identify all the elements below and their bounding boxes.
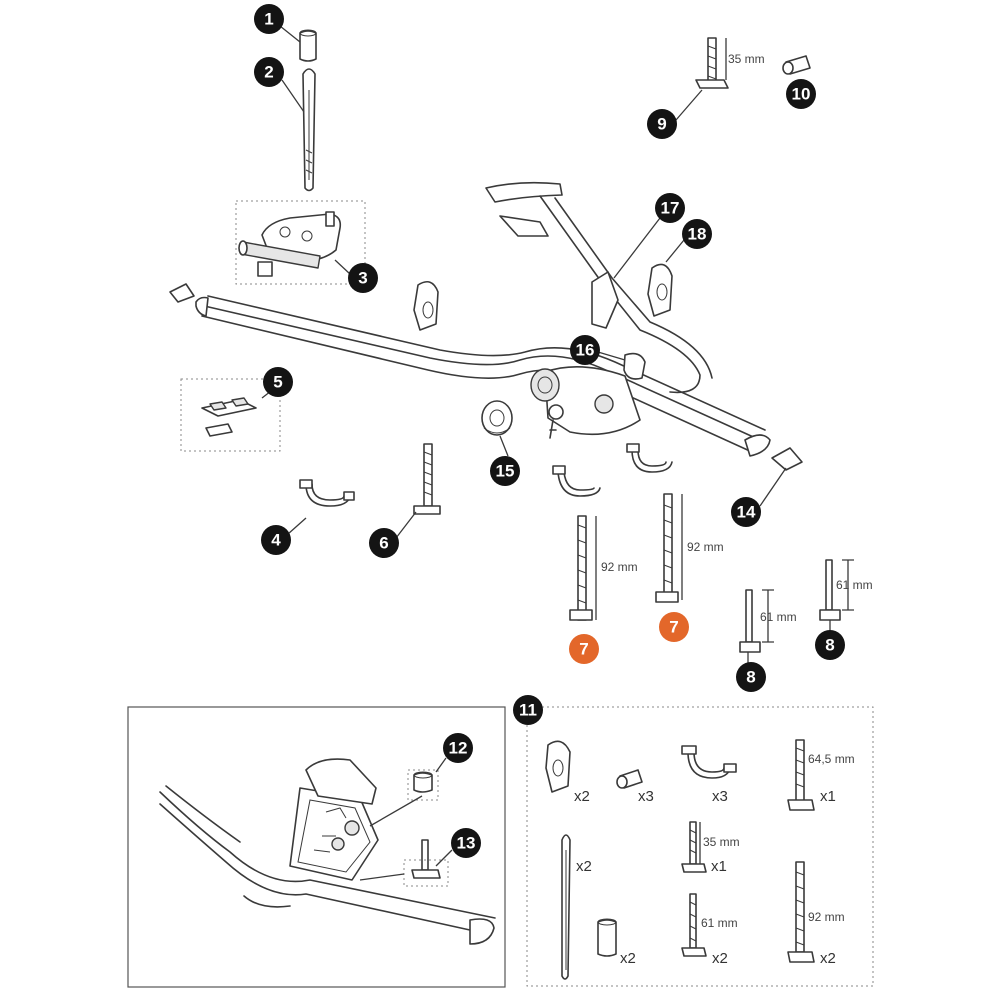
detail-box (127, 706, 506, 988)
kit-bolt92-qty: x2 (820, 950, 836, 967)
callout-1: 1 (254, 4, 284, 34)
callout-7a: 7 (569, 634, 599, 664)
dim-label-part9: 35 mm (728, 52, 765, 66)
dim-label-part7b: 92 mm (687, 540, 724, 554)
part-18-endcap (647, 263, 673, 317)
dim-label-part8b: 61 mm (836, 578, 873, 592)
part-8-bolt-b (819, 559, 854, 621)
callout-4-number: 4 (271, 531, 281, 550)
leader-lines (261, 25, 831, 668)
callout-15: 15 (490, 456, 520, 486)
callout-12-number: 12 (449, 739, 468, 758)
callout-17: 17 (655, 193, 685, 223)
kit-bolt61-label: 61 mm (701, 916, 738, 930)
callout-6-number: 6 (379, 534, 388, 553)
callout-3-number: 3 (358, 269, 367, 288)
kit-bolt92-label: 92 mm (808, 910, 845, 924)
callout-15-number: 15 (496, 462, 515, 481)
callout-8b-number: 8 (825, 636, 834, 655)
callout-8b: 8 (815, 630, 845, 660)
part-7-bolt-a (569, 515, 597, 621)
callout-2: 2 (254, 57, 284, 87)
part-1-spacer (299, 29, 317, 62)
callout-13-number: 13 (457, 834, 476, 853)
main-head (530, 366, 641, 439)
kit-bolt35-label: 35 mm (703, 835, 740, 849)
rail-end-plug (169, 283, 195, 303)
callout-13: 13 (451, 828, 481, 858)
dim-label-part7a: 92 mm (601, 560, 638, 574)
part-4-strap (299, 479, 355, 507)
callout-12: 12 (443, 733, 473, 763)
part-6-bolt (413, 443, 441, 515)
callout-9: 9 (647, 109, 677, 139)
callout-6: 6 (369, 528, 399, 558)
part-14-plug (771, 447, 803, 471)
callout-18: 18 (682, 219, 712, 249)
part-3-clamp (235, 200, 366, 285)
callout-11: 11 (513, 695, 543, 725)
strap-mid-b (626, 443, 673, 473)
callout-16: 16 (570, 335, 600, 365)
strap-mid-a (552, 465, 601, 497)
kit-endcap-qty: x2 (574, 788, 590, 805)
kit-bolt35-qty: x1 (711, 858, 727, 875)
callout-7b: 7 (659, 612, 689, 642)
kit-sleeve-qty: x3 (638, 788, 654, 805)
callout-7b-number: 7 (669, 618, 678, 637)
callout-14: 14 (731, 497, 761, 527)
callout-18-number: 18 (688, 225, 707, 244)
part-endcap-left (413, 280, 439, 331)
callout-5: 5 (263, 367, 293, 397)
callout-17-number: 17 (661, 199, 680, 218)
frame-holder (485, 181, 713, 394)
kit-rod-qty: x2 (576, 858, 592, 875)
callout-1-number: 1 (264, 10, 273, 29)
callout-7a-number: 7 (579, 640, 588, 659)
callout-5-number: 5 (273, 373, 282, 392)
kit-spacer-qty: x2 (620, 950, 636, 967)
kit-bolt61-qty: x2 (712, 950, 728, 967)
callout-10: 10 (786, 79, 816, 109)
callout-14-number: 14 (737, 503, 756, 522)
part-15-knob (481, 400, 513, 436)
callout-4: 4 (261, 525, 291, 555)
kit-bolt645-qty: x1 (820, 788, 836, 805)
callout-2-number: 2 (264, 63, 273, 82)
kit-strap-qty: x3 (712, 788, 728, 805)
callout-11-number: 11 (519, 701, 537, 720)
callout-9-number: 9 (657, 115, 666, 134)
dim-label-part8a: 61 mm (760, 610, 797, 624)
part-5-brackets (180, 378, 281, 452)
part-7-bolt-b (655, 493, 683, 603)
part-8-bolt-a (739, 589, 774, 653)
part-10-sleeve (782, 55, 811, 75)
callout-3: 3 (348, 263, 378, 293)
part-16-sleeve (623, 352, 646, 380)
callout-10-number: 10 (792, 85, 811, 104)
kit-bolt645-label: 64,5 mm (808, 752, 855, 766)
callout-8a-number: 8 (746, 668, 755, 687)
callout-8a: 8 (736, 662, 766, 692)
kit-box (526, 706, 874, 987)
part-2-rod (302, 68, 316, 192)
part-9-bolt (695, 37, 729, 89)
callout-16-number: 16 (576, 341, 595, 360)
